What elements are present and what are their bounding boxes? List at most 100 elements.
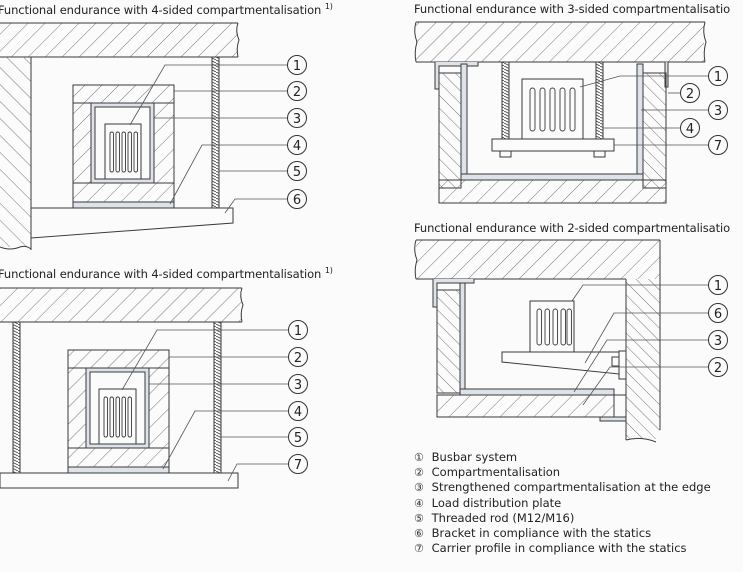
callouts-fig1: 1 2 3 4 5 6 [287,55,307,209]
figure-title-4sided-carrier: Functional endurance with 4-sided compar… [0,266,333,281]
callout-5: 5 [288,427,308,447]
legend-number: ① [414,451,424,464]
legend-number: ⑦ [414,542,424,556]
callout-1: 1 [708,275,728,295]
callout-4: 4 [287,135,307,155]
ceiling-slab [416,240,660,279]
load-distribution-plate [67,466,170,474]
svg-text:1: 1 [714,70,722,85]
legend-item: ① Busbar system [414,450,711,465]
footnote-marker: 1) [324,2,333,11]
legend-label: Load distribution plate [431,495,562,510]
ceiling-slab [416,22,704,62]
figure-title-4sided-bracket: Functional endurance with 4-sided compar… [0,2,333,17]
legend-item: ④ Load distribution plate [414,496,711,511]
threaded-rod [12,321,21,474]
figure-title-text: Functional endurance with 4-sided compar… [0,2,322,17]
svg-text:6: 6 [714,307,722,322]
callouts-fig4: 1 2 3 4 5 7 [288,320,308,474]
figure-title-text: Functional endurance with 2-sided compar… [414,221,731,235]
svg-text:2: 2 [714,361,722,376]
strengthened-compartment [460,63,468,179]
legend-label: Threaded rod (M12/M16) [431,510,575,525]
legend-label: Strengthened compartmentalisation at the… [431,480,711,495]
callout-6: 6 [708,303,728,323]
bottom-slab [436,394,615,418]
threaded-rod [595,61,604,140]
callout-2: 2 [680,83,700,103]
busbar [98,388,137,445]
strengthened-compartment [459,282,466,390]
svg-text:4: 4 [294,405,302,420]
callout-1: 1 [287,55,307,75]
legend-label: Carrier profile in compliance with the s… [431,541,687,556]
callouts-fig2: 1 2 3 4 7 [680,66,728,155]
bracket [30,207,234,239]
svg-text:3: 3 [294,378,302,393]
bottom-slab [438,179,667,204]
busbar [521,78,584,140]
svg-text:2: 2 [294,351,302,366]
callout-5: 5 [287,161,307,181]
ceiling-slab [0,288,242,322]
callout-7: 7 [708,135,728,155]
svg-text:7: 7 [294,458,302,473]
figure-2sided [414,239,709,443]
side-wall-right [642,72,667,189]
callout-3: 3 [288,374,308,394]
callout-2: 2 [287,81,307,101]
busbar [104,123,142,180]
figure-3sided [414,21,709,204]
bracket [501,351,620,375]
svg-text:1: 1 [294,324,302,339]
svg-text:3: 3 [293,112,301,127]
figure-title-3sided: Functional endurance with 3-sided compar… [414,2,730,16]
figure-title-text: Functional endurance with 3-sided compar… [414,2,731,16]
svg-text:1: 1 [714,279,722,294]
load-distribution-plate [72,201,175,209]
threaded-rod [211,56,220,209]
side-wall-left [438,72,462,189]
legend-label: Busbar system [431,450,518,464]
svg-text:4: 4 [293,139,301,154]
svg-text:6: 6 [293,193,301,208]
svg-text:2: 2 [293,85,301,100]
wall [0,57,31,247]
legend-number: ③ [414,481,424,495]
legend-item: ③ Strengthened compartmentalisation at t… [414,480,711,495]
legend-number: ⑥ [414,527,424,541]
callout-6: 6 [287,189,307,209]
legend-number: ⑤ [414,511,424,525]
svg-text:5: 5 [293,165,301,180]
side-wall-left [436,289,461,394]
callout-1: 1 [708,66,728,86]
callout-3: 3 [287,108,307,128]
callout-1: 1 [288,320,308,340]
callout-3: 3 [708,330,728,350]
carrier-profile [0,472,239,489]
callout-3: 3 [708,100,728,120]
callout-4: 4 [288,401,308,421]
svg-text:7: 7 [714,139,722,154]
svg-text:5: 5 [294,431,302,446]
figure-title-2sided: Functional endurance with 2-sided compar… [414,221,730,235]
footnote-marker: 1) [324,266,333,275]
carrier-profile [491,138,615,152]
legend-item: ② Compartmentalisation [414,465,711,480]
figure-4sided-carrier [0,287,288,489]
callout-2: 2 [708,357,728,377]
figure-title-text: Functional endurance with 4-sided compar… [0,266,322,281]
legend-item: ⑥ Bracket in compliance with the statics [414,526,711,541]
callout-2: 2 [288,347,308,367]
wall [626,279,660,439]
svg-text:4: 4 [686,122,694,137]
svg-text:3: 3 [714,104,722,119]
legend-number: ④ [414,496,424,510]
legend-item: ⑤ Threaded rod (M12/M16) [414,511,711,526]
threaded-rod [213,321,222,474]
legend-item: ⑦ Carrier profile in compliance with the… [414,541,711,556]
legend-label: Bracket in compliance with the statics [431,526,652,541]
svg-text:2: 2 [686,87,694,102]
ceiling-slab [0,23,238,57]
